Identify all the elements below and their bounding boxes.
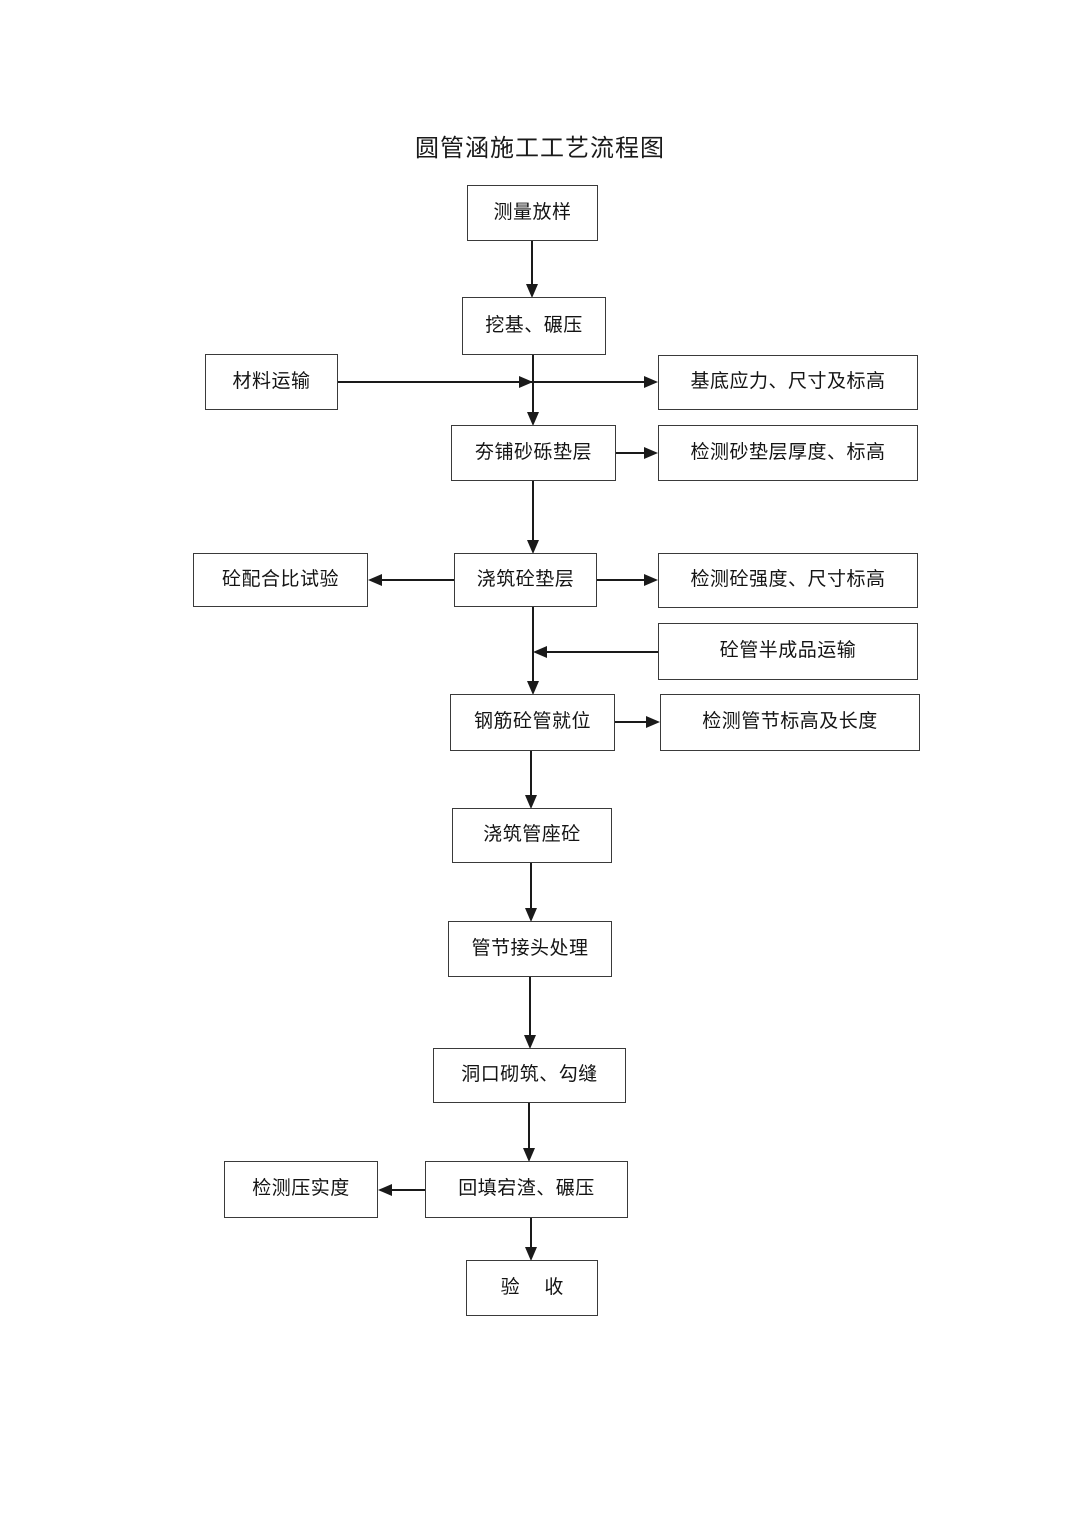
edge-pipetransport-to-stem: [533, 646, 658, 658]
edge-concretebed-to-mixratio: [368, 574, 454, 586]
node-base-stress-dimension-elevation[interactable]: 基底应力、尺寸及标高: [658, 355, 918, 410]
edge-pipeplacement-to-checkpipe: [615, 716, 660, 728]
node-concrete-pipe-semifinished-transport[interactable]: 砼管半成品运输: [658, 623, 918, 680]
edge-backfill-to-compaction: [378, 1184, 425, 1196]
edge-material-to-basestress: [338, 376, 658, 388]
node-excavation-compaction[interactable]: 挖基、碾压: [462, 297, 606, 355]
edge-concretebed-to-checkstrength: [597, 574, 658, 586]
node-pour-concrete-cushion[interactable]: 浇筑砼垫层: [454, 553, 597, 607]
node-material-transport[interactable]: 材料运输: [205, 354, 338, 410]
node-acceptance[interactable]: 验 收: [466, 1260, 598, 1316]
node-check-compaction-degree[interactable]: 检测压实度: [224, 1161, 378, 1218]
edge-excavate-to-sandbed: [527, 355, 539, 426]
node-backfill-rubble-compaction[interactable]: 回填宕渣、碾压: [425, 1161, 628, 1218]
edge-backfill-to-acceptance: [525, 1218, 537, 1261]
node-check-sand-cushion-thickness-elevation[interactable]: 检测砂垫层厚度、标高: [658, 425, 918, 481]
node-portal-masonry-pointing[interactable]: 洞口砌筑、勾缝: [433, 1048, 626, 1103]
node-tamp-sand-gravel-cushion[interactable]: 夯铺砂砾垫层: [451, 425, 616, 481]
node-pipe-joint-treatment[interactable]: 管节接头处理: [448, 921, 612, 977]
node-reinforced-concrete-pipe-placement[interactable]: 钢筋砼管就位: [450, 694, 615, 751]
node-survey-layout[interactable]: 测量放样: [467, 185, 598, 241]
edge-portal-to-backfill: [523, 1103, 535, 1162]
edge-sandbed-to-concretebed: [527, 481, 539, 554]
node-pour-pipe-base-concrete[interactable]: 浇筑管座砼: [452, 808, 612, 863]
node-check-pipe-segment-elevation-length[interactable]: 检测管节标高及长度: [660, 694, 920, 751]
edge-concretebed-to-pipeplacement: [527, 607, 539, 695]
edge-pipeplacement-to-basepour: [525, 751, 537, 809]
edge-measure-to-excavate: [526, 241, 538, 298]
page-title: 圆管涵施工工艺流程图: [415, 136, 665, 162]
edge-sandbed-to-checksand: [616, 447, 658, 459]
node-check-concrete-strength-dimension-elevation[interactable]: 检测砼强度、尺寸标高: [658, 553, 918, 608]
node-concrete-mix-ratio-test[interactable]: 砼配合比试验: [193, 553, 368, 607]
edge-basepour-to-joints: [525, 863, 537, 922]
edge-joints-to-portal: [524, 977, 536, 1049]
